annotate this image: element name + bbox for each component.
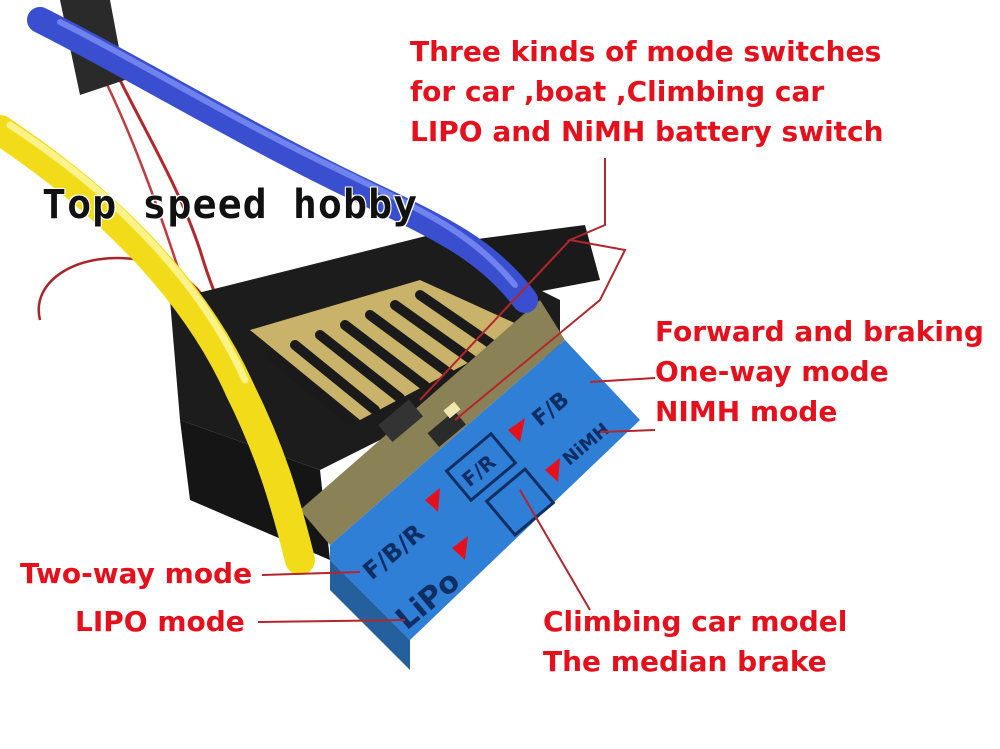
leader-mode-switches	[454, 158, 627, 421]
arrow-icon-4	[452, 536, 468, 560]
arrow-icon-2	[425, 488, 440, 512]
annotation-line: The median brake	[543, 645, 827, 678]
pcb-edge	[300, 300, 565, 545]
slide-switch-knob	[443, 401, 461, 419]
mode-panel-side	[330, 560, 410, 670]
leader-climbing	[519, 489, 591, 611]
heatsink	[250, 280, 530, 425]
watermark-text: Top speed hobby	[42, 182, 419, 228]
annotation-mode-switches: Three kinds of mode switches for car ,bo…	[410, 32, 884, 152]
arrow-icon-3	[545, 458, 560, 482]
leader-mode-switches-2	[419, 239, 571, 401]
red-signal-wire-2	[98, 69, 187, 291]
leader-lines	[257, 158, 656, 623]
annotation-line: NIMH mode	[655, 395, 838, 428]
fr-box	[444, 431, 518, 503]
yellow-wire-highlight	[6, 121, 249, 384]
annotation-line: Forward and braking	[655, 315, 984, 348]
annotation-line: LIPO and NiMH battery switch	[410, 115, 884, 148]
annotation-line: Three kinds of mode switches	[410, 35, 882, 68]
annotation-line: Two-way mode	[20, 557, 253, 590]
leader-forward	[589, 377, 656, 383]
slide-switch	[378, 399, 424, 443]
yellow-battery-wire	[0, 115, 315, 575]
arrow-icon	[508, 418, 525, 442]
center-box	[484, 466, 556, 538]
leader-two-way	[261, 571, 361, 576]
annotation-climbing: Climbing car model The median brake	[543, 602, 847, 682]
annotation-line: for car ,boat ,Climbing car	[410, 75, 825, 108]
blue-motor-wire	[27, 7, 538, 313]
annotation-lipo-mode: LIPO mode	[75, 602, 245, 642]
leader-lipo	[257, 619, 406, 623]
blue-wire-highlight	[57, 19, 518, 288]
leader-nimh	[599, 429, 656, 433]
annotation-line: Climbing car model	[543, 605, 848, 638]
annotation-two-way: Two-way mode	[20, 554, 252, 594]
annotation-line: LIPO mode	[75, 605, 245, 638]
annotation-line: One-way mode	[655, 355, 889, 388]
annotation-forward-braking: Forward and braking One-way mode NIMH mo…	[655, 312, 984, 432]
